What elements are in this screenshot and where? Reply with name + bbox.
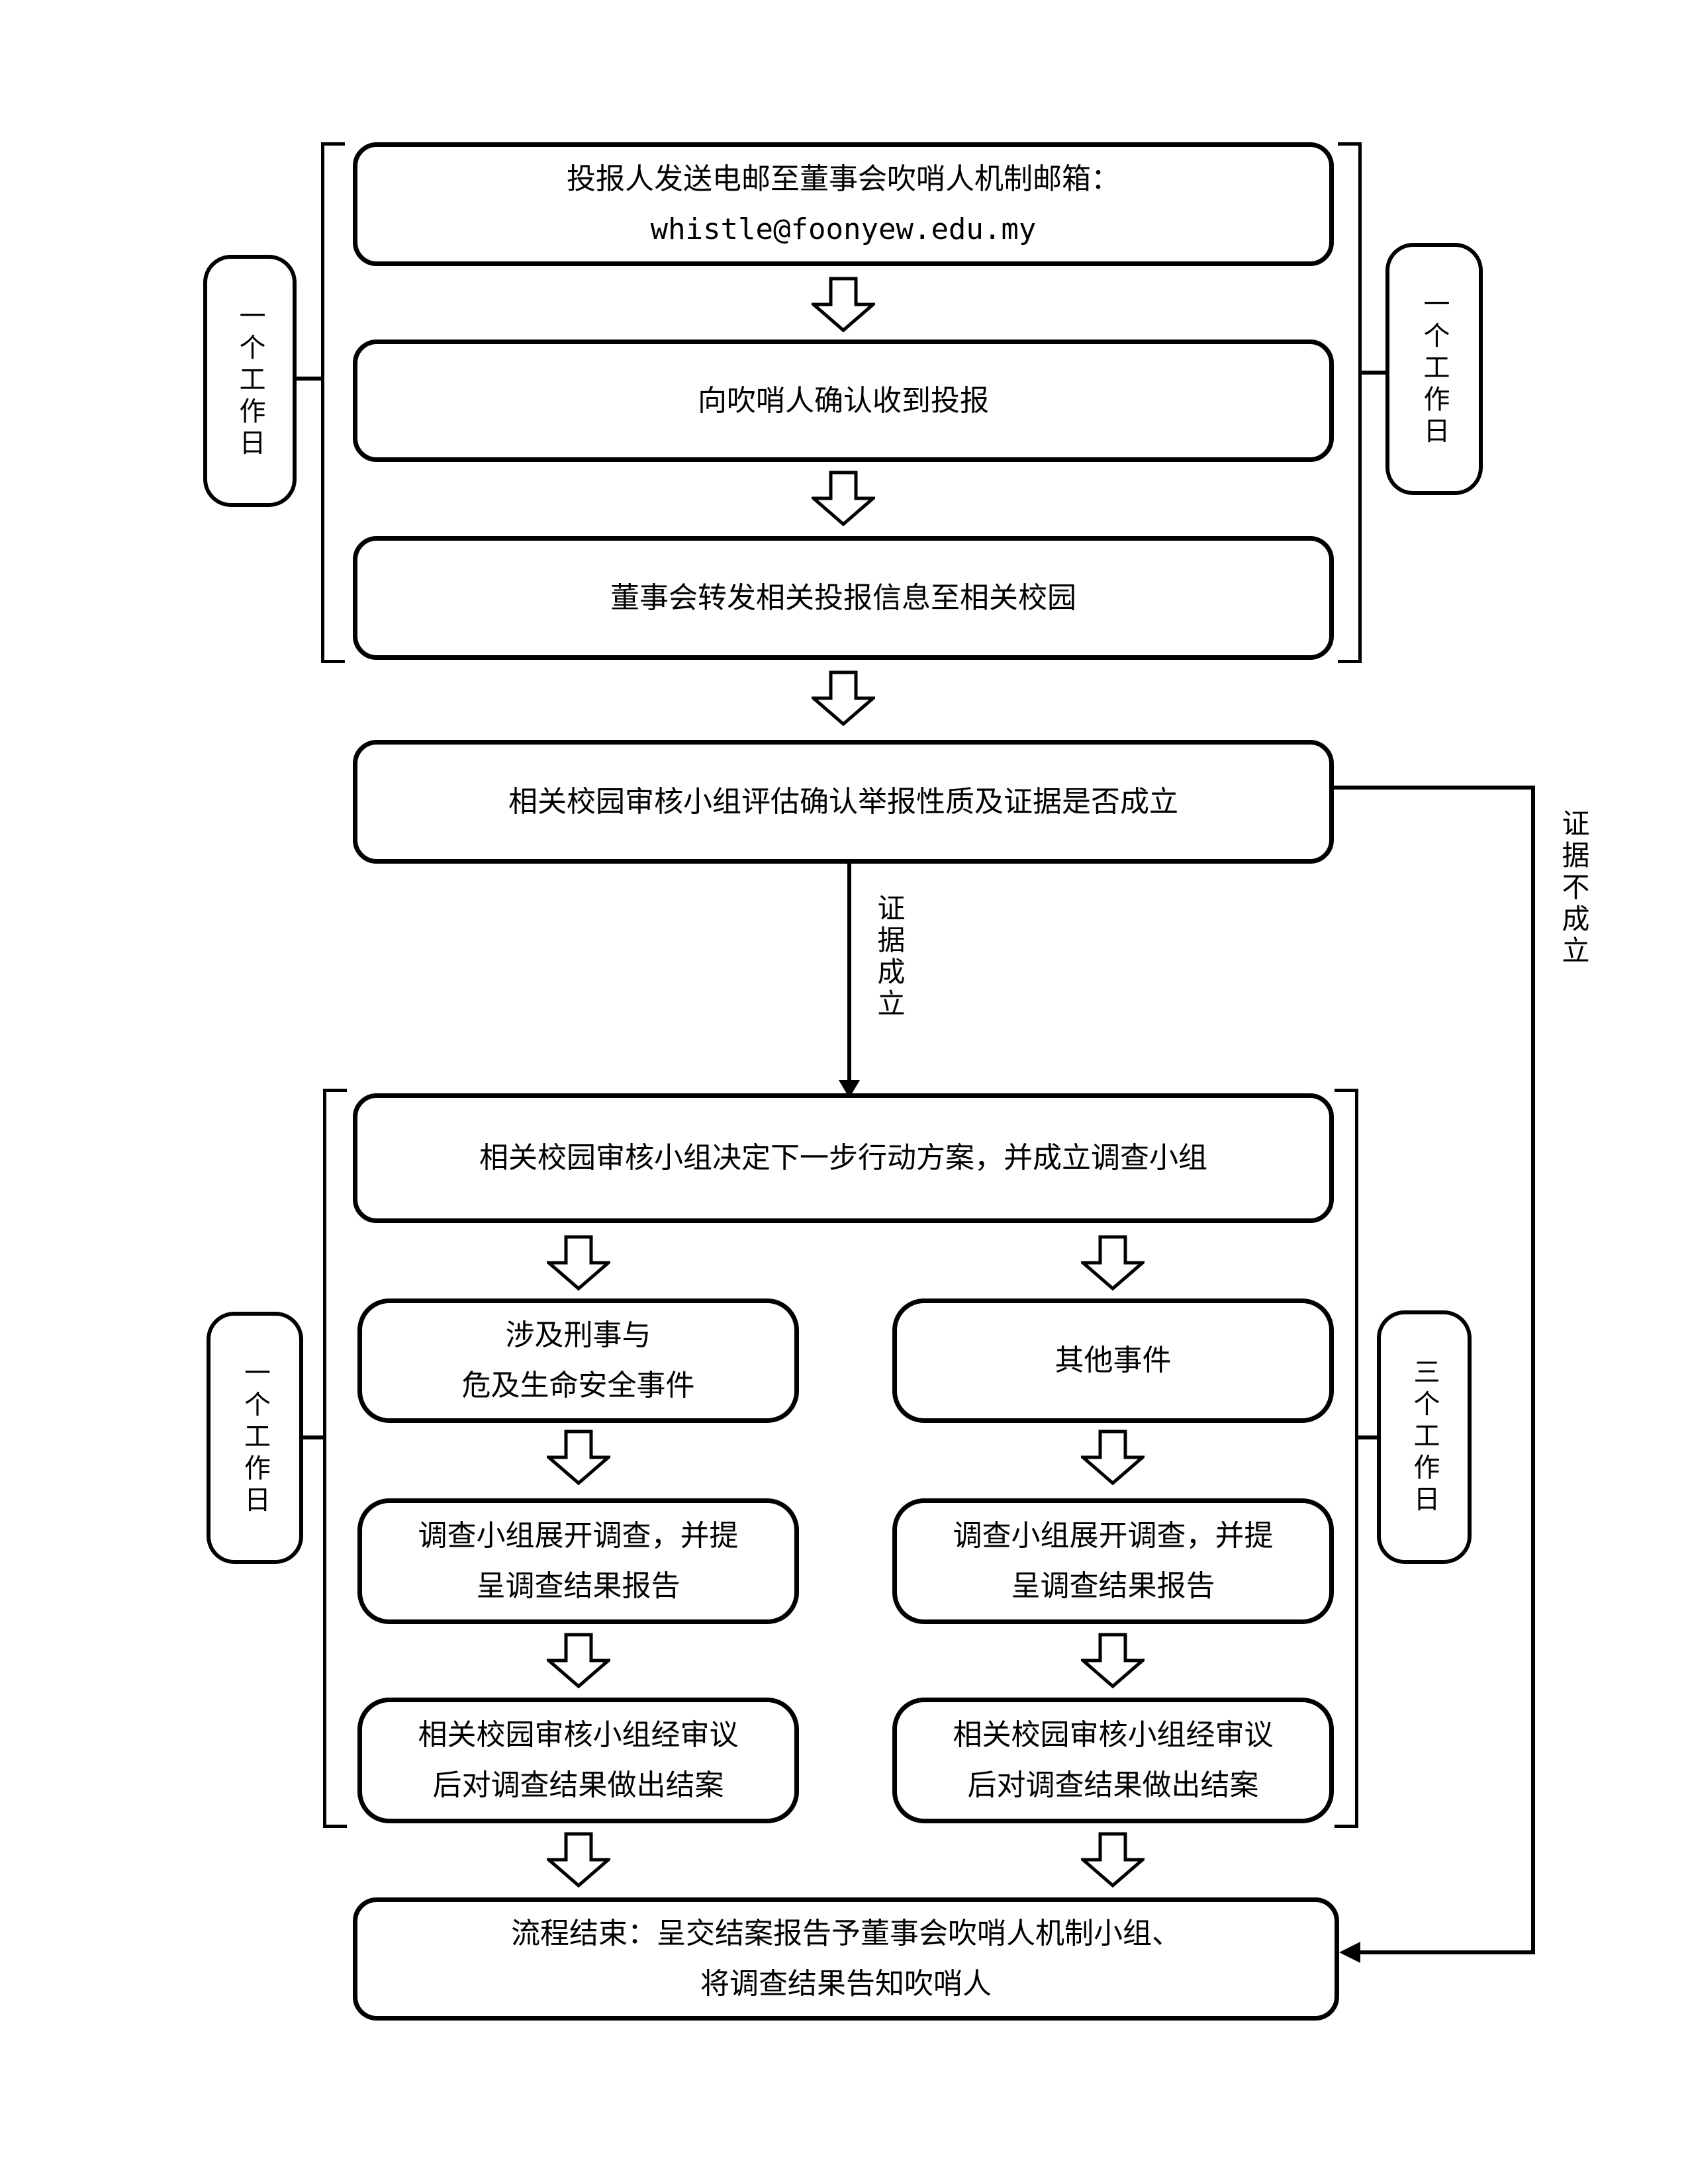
bracket-left-icon (323, 1089, 347, 1828)
down-block-arrow-icon (1081, 1633, 1145, 1688)
bracket-left-icon (321, 142, 345, 663)
down-block-arrow-icon (812, 277, 875, 332)
duration-label-top-right: 一个工作日 (1385, 243, 1483, 495)
investigate-box-right: 调查小组展开调查，并提 呈调查结果报告 (892, 1498, 1334, 1624)
evidence-invalid-line-bottom (1358, 1950, 1534, 1954)
whistle-email-address: whistle@foonyew.edu.my (650, 212, 1037, 246)
down-block-arrow-icon (812, 471, 875, 526)
evidence-valid-line (847, 864, 851, 1082)
down-block-arrow-icon (547, 1430, 610, 1485)
other-case-text: 其他事件 (1055, 1344, 1172, 1377)
report-email-text: 投报人发送电邮至董事会吹哨人机制邮箱： (567, 162, 1120, 195)
evidence-valid-text: 证据成立 (873, 893, 904, 1021)
down-block-arrow-icon (547, 1235, 610, 1291)
criminal-case-box: 涉及刑事与 危及生命安全事件 (357, 1298, 799, 1423)
down-block-arrow-icon (812, 670, 875, 726)
review-box-right: 相关校园审核小组经审议 后对调查结果做出结案 (892, 1698, 1334, 1823)
connector-line (1360, 371, 1387, 375)
review-right-line1: 相关校园审核小组经审议 (953, 1719, 1274, 1751)
decide-box: 相关校园审核小组决定下一步行动方案，并成立调查小组 (353, 1093, 1334, 1223)
investigate-left-line2: 呈调查结果报告 (476, 1570, 680, 1602)
bracket-right-icon (1338, 142, 1362, 663)
evidence-invalid-label: 证据不成立 (1553, 809, 1593, 968)
forward-info-text: 董事会转发相关投报信息至相关校园 (610, 581, 1076, 614)
investigate-right-line1: 调查小组展开调查，并提 (953, 1520, 1274, 1552)
confirm-receipt-box: 向吹哨人确认收到投报 (353, 340, 1334, 462)
review-right-line2: 后对调查结果做出结案 (967, 1769, 1259, 1801)
evidence-invalid-line-top (1334, 786, 1535, 790)
other-case-box: 其他事件 (892, 1298, 1334, 1423)
confirm-receipt-text: 向吹哨人确认收到投报 (698, 384, 989, 417)
connector-line (1356, 1435, 1379, 1439)
review-left-line2: 后对调查结果做出结案 (432, 1769, 724, 1801)
process-end-line1: 流程结束：呈交结案报告予董事会吹哨人机制小组、 (511, 1917, 1181, 1950)
duration-label-bottom-left: 一个工作日 (207, 1312, 303, 1564)
review-left-line1: 相关校园审核小组经审议 (418, 1719, 739, 1751)
evidence-invalid-line-vertical (1531, 786, 1535, 1954)
duration-label-bottom-right: 三个工作日 (1377, 1310, 1472, 1564)
duration-bottom-left-text: 一个工作日 (240, 1358, 270, 1518)
criminal-case-line2: 危及生命安全事件 (461, 1369, 695, 1402)
connector-line (301, 1435, 325, 1439)
investigate-left-line1: 调查小组展开调查，并提 (418, 1520, 739, 1552)
review-box-left: 相关校园审核小组经审议 后对调查结果做出结案 (357, 1698, 799, 1823)
evidence-valid-label: 证据成立 (868, 893, 909, 1021)
evidence-invalid-text: 证据不成立 (1558, 809, 1588, 968)
down-block-arrow-icon (547, 1633, 610, 1688)
duration-label-top-left: 一个工作日 (203, 255, 297, 507)
investigate-box-left: 调查小组展开调查，并提 呈调查结果报告 (357, 1498, 799, 1624)
bracket-right-icon (1335, 1089, 1358, 1828)
down-block-arrow-icon (1081, 1832, 1145, 1888)
duration-top-left-text: 一个工作日 (235, 301, 265, 461)
process-end-line2: 将调查结果告知吹哨人 (700, 1968, 992, 2000)
connector-line (297, 377, 323, 381)
down-block-arrow-icon (547, 1832, 610, 1888)
assess-text: 相关校园审核小组评估确认举报性质及证据是否成立 (508, 785, 1178, 818)
down-block-arrow-icon (1081, 1430, 1145, 1485)
criminal-case-line1: 涉及刑事与 (505, 1319, 651, 1351)
forward-info-box: 董事会转发相关投报信息至相关校园 (353, 536, 1334, 660)
decide-text: 相关校园审核小组决定下一步行动方案，并成立调查小组 (479, 1142, 1207, 1174)
report-email-box: 投报人发送电邮至董事会吹哨人机制邮箱： whistle@foonyew.edu.… (353, 142, 1334, 266)
left-arrowhead-icon (1339, 1942, 1360, 1963)
duration-top-right-text: 一个工作日 (1419, 289, 1450, 449)
down-block-arrow-icon (1081, 1235, 1145, 1291)
process-end-box: 流程结束：呈交结案报告予董事会吹哨人机制小组、 将调查结果告知吹哨人 (353, 1897, 1339, 2021)
investigate-right-line2: 呈调查结果报告 (1011, 1570, 1215, 1602)
duration-bottom-right-text: 三个工作日 (1409, 1357, 1440, 1517)
assess-box: 相关校园审核小组评估确认举报性质及证据是否成立 (353, 740, 1334, 864)
